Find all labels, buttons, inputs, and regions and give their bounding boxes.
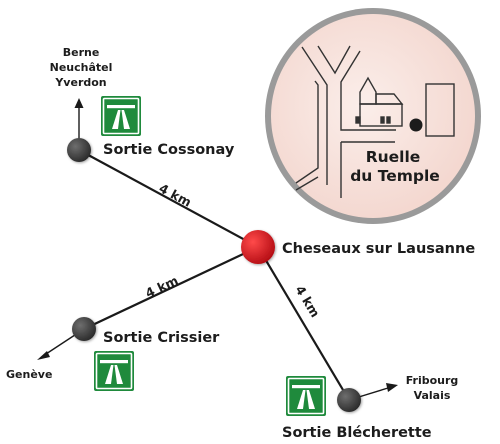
motorway-icon-cossonay [100,95,142,137]
inset-detail-map: Ruelle du Temple [265,8,481,224]
road-to-crissier [83,246,259,330]
place-label-blecherette: Sortie Blécherette [282,425,432,441]
marker-cheseaux[interactable] [241,230,275,264]
motorway-icon-crissier [93,350,135,392]
direction-label-valais: Valais [414,389,451,402]
direction-east-labels: Fribourg Valais [406,374,459,402]
direction-label-geneve: Genève [6,368,52,381]
arrow-up-icon [74,98,84,108]
direction-label-berne: Berne [63,46,100,59]
inset-circle-inner [271,14,475,218]
place-label-crissier: Sortie Crissier [103,330,220,346]
direction-label-neuchatel: Neuchâtel [50,61,113,74]
place-label-cossonay: Sortie Cossonay [103,142,235,158]
distance-label-cossonay: 4 km [157,180,194,209]
direction-north-labels: Berne Neuchâtel Yverdon [50,46,113,89]
marker-crissier[interactable] [72,317,96,341]
inset-label-ruelle: Ruelle [366,148,421,166]
marker-cossonay[interactable] [67,138,91,162]
arrow-down-left-icon [37,351,50,360]
road-to-blecherette [257,246,350,401]
direction-label-fribourg: Fribourg [406,374,459,387]
arrow-right-icon [386,383,398,392]
marker-blecherette[interactable] [337,388,361,412]
location-dot-icon [409,118,423,132]
road-to-cossonay [78,149,259,248]
direction-label-yverdon: Yverdon [54,76,106,89]
motorway-icon-blecherette [285,375,327,417]
place-label-cheseaux: Cheseaux sur Lausanne [282,241,475,257]
roads [78,149,350,401]
distance-label-crissier: 4 km [143,273,181,301]
inset-streets [295,45,396,198]
inset-label-du-temple: du Temple [350,167,440,185]
building-icon [425,83,455,137]
church-icon [355,76,404,127]
